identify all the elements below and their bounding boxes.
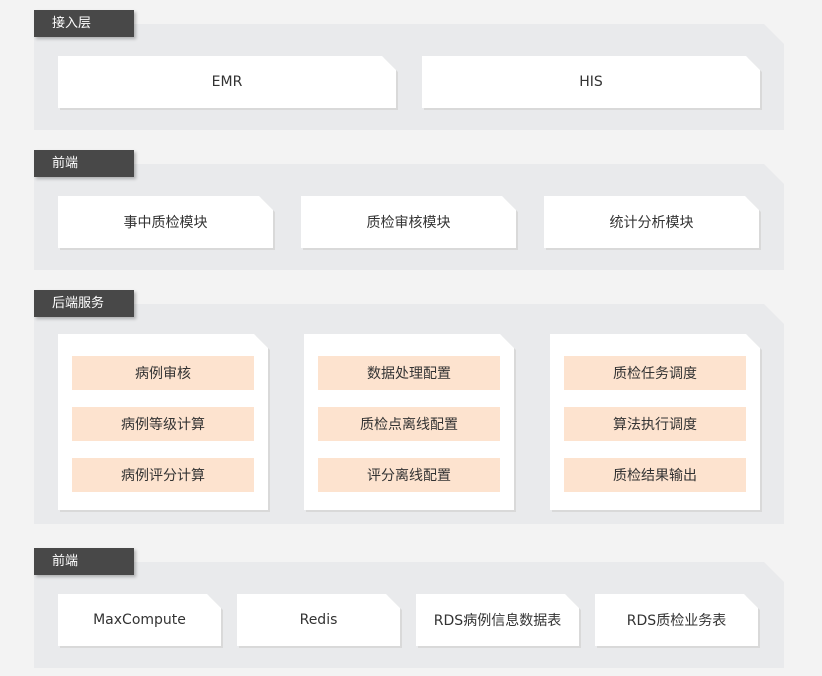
- service-qc-result-output: 质检结果输出: [564, 458, 746, 492]
- service-algorithm-exec-scheduling: 算法执行调度: [564, 407, 746, 441]
- backend-group-3: 质检任务调度 算法执行调度 质检结果输出: [550, 334, 760, 510]
- service-score-offline-config: 评分离线配置: [318, 458, 500, 492]
- his-card: HIS: [422, 56, 760, 108]
- service-qc-point-offline-config: 质检点离线配置: [318, 407, 500, 441]
- redis-card: Redis: [237, 594, 400, 646]
- service-qc-task-scheduling: 质检任务调度: [564, 356, 746, 390]
- backend-group-2: 数据处理配置 质检点离线配置 评分离线配置: [304, 334, 514, 510]
- rds-qc-business-table-card: RDS质检业务表: [595, 594, 758, 646]
- service-case-grade-calc: 病例等级计算: [72, 407, 254, 441]
- service-data-processing-config: 数据处理配置: [318, 356, 500, 390]
- rds-case-info-table-card: RDS病例信息数据表: [416, 594, 579, 646]
- access-layer-tag: 接入层: [34, 10, 134, 37]
- maxcompute-card: MaxCompute: [58, 594, 221, 646]
- service-case-review: 病例审核: [72, 356, 254, 390]
- frontend-layer-tag: 前端: [34, 150, 134, 177]
- storage-layer-tag: 前端: [34, 548, 134, 575]
- backend-layer-tag: 后端服务: [34, 290, 134, 317]
- emr-card: EMR: [58, 56, 396, 108]
- backend-group-1: 病例审核 病例等级计算 病例评分计算: [58, 334, 268, 510]
- inprocess-qc-module-card: 事中质检模块: [58, 196, 273, 248]
- stats-analysis-module-card: 统计分析模块: [544, 196, 759, 248]
- service-case-score-calc: 病例评分计算: [72, 458, 254, 492]
- qc-review-module-card: 质检审核模块: [301, 196, 516, 248]
